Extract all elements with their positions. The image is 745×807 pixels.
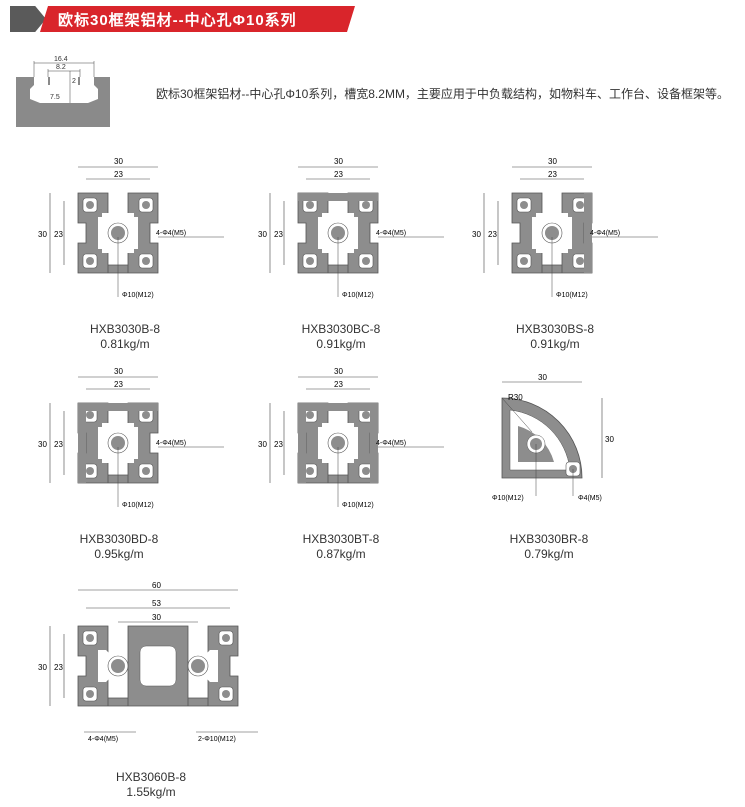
model-name: HXB3030BR-8 [509, 532, 589, 546]
br-hole: Φ4(M5) [578, 495, 602, 502]
slot-dim-3: 2 [72, 78, 76, 85]
dim-center: Φ10(M12) [342, 502, 374, 509]
product-caption: HXB3030BC-8 0.91kg/m [276, 322, 406, 352]
dim-height: 30 [38, 230, 47, 239]
dim-center: Φ10(M12) [342, 292, 374, 299]
profile-card: 30 23 30 23 4-Φ4(M5) Φ10(M12) [36, 365, 236, 515]
model-name: HXB3030BS-8 [515, 322, 595, 336]
dim-width: 30 [548, 157, 557, 166]
profile-card: 30 23 30 23 4-Φ4(M5) Φ10(M12) [256, 155, 456, 305]
profile-card: 30 23 30 23 4-Φ4(M5) Φ10(M12) [470, 155, 670, 305]
product-caption: HXB3030BR-8 0.79kg/m [484, 532, 614, 562]
product-caption: HXB3060B-8 1.55kg/m [86, 770, 216, 800]
dim-width: 30 [334, 157, 343, 166]
br-height: 30 [605, 435, 614, 444]
dim-holes: 4-Φ4(M5) [376, 440, 406, 447]
profile-card: 30 23 30 23 4-Φ4(M5) Φ10(M12) [256, 365, 456, 515]
model-weight: 0.87kg/m [316, 547, 366, 561]
model-weight: 0.79kg/m [524, 547, 574, 561]
br-center: Φ10(M12) [492, 495, 524, 502]
dim-holes: 4-Φ4(M5) [156, 230, 186, 237]
wide-width: 60 [152, 581, 161, 590]
dim-holes: 4-Φ4(M5) [376, 230, 406, 237]
wide-center: 2-Φ10(M12) [198, 736, 236, 743]
br-width: 30 [538, 373, 547, 382]
wide-height: 30 [38, 663, 47, 672]
dim-height: 30 [38, 440, 47, 449]
model-weight: 1.55kg/m [126, 785, 176, 799]
header-arrow [10, 6, 46, 32]
wide-inner-height: 23 [54, 663, 63, 672]
slot-dim-1: 16.4 [54, 56, 68, 63]
dim-inner-height: 23 [488, 230, 497, 239]
model-name: HXB3030B-8 [89, 322, 161, 336]
wide-mid: 30 [152, 613, 161, 622]
model-weight: 0.95kg/m [94, 547, 144, 561]
product-caption: HXB3030BT-8 0.87kg/m [276, 532, 406, 562]
dim-inner-height: 23 [54, 230, 63, 239]
product-caption: HXB3030BD-8 0.95kg/m [54, 532, 184, 562]
dim-width: 30 [114, 367, 123, 376]
dim-width: 30 [114, 157, 123, 166]
product-caption: HXB3030B-8 0.81kg/m [60, 322, 190, 352]
model-name: HXB3030BD-8 [79, 532, 159, 546]
dim-inner-height: 23 [54, 440, 63, 449]
model-weight: 0.81kg/m [100, 337, 150, 351]
profile-card: 30 30 R30 Φ10(M12) Φ4(M5) [480, 370, 640, 510]
section-header: 欧标30框架铝材--中心孔Φ10系列 [0, 6, 360, 32]
dim-inner-height: 23 [274, 230, 283, 239]
dim-inner: 23 [548, 170, 557, 179]
dim-width: 30 [334, 367, 343, 376]
dim-inner: 23 [334, 380, 343, 389]
intro-text: 欧标30框架铝材--中心孔Φ10系列，槽宽8.2MM，主要应用于中负载结构，如物… [156, 87, 729, 101]
section-title: 欧标30框架铝材--中心孔Φ10系列 [58, 12, 297, 29]
dim-holes: 4-Φ4(M5) [156, 440, 186, 447]
model-name: HXB3060B-8 [115, 770, 187, 784]
model-name: HXB3030BC-8 [301, 322, 381, 336]
slot-dim-4: 7.5 [50, 94, 60, 101]
profile-card: 60 53 30 30 23 4-Φ4(M5) 2-Φ10(M12) [36, 578, 276, 748]
profile-card: 30 23 30 23 4-Φ4(M5) Φ10(M12) [36, 155, 236, 305]
model-weight: 0.91kg/m [316, 337, 366, 351]
dim-center: Φ10(M12) [122, 292, 154, 299]
dim-inner: 23 [334, 170, 343, 179]
product-caption: HXB3030BS-8 0.91kg/m [490, 322, 620, 352]
dim-inner: 23 [114, 170, 123, 179]
dim-center: Φ10(M12) [556, 292, 588, 299]
dim-holes: 4-Φ4(M5) [590, 230, 620, 237]
slot-dim-2: 8.2 [56, 64, 66, 71]
dim-height: 30 [258, 440, 267, 449]
dim-inner-height: 23 [274, 440, 283, 449]
header-band [40, 6, 355, 32]
br-radius: R30 [508, 393, 523, 402]
model-name: HXB3030BT-8 [302, 532, 380, 546]
model-weight: 0.91kg/m [530, 337, 580, 351]
slot-detail-drawing: 16.4 8.2 2 7.5 [16, 56, 110, 127]
dim-inner: 23 [114, 380, 123, 389]
wide-inner: 53 [152, 599, 161, 608]
dim-height: 30 [472, 230, 481, 239]
wide-holes: 4-Φ4(M5) [88, 736, 118, 743]
dim-height: 30 [258, 230, 267, 239]
dim-center: Φ10(M12) [122, 502, 154, 509]
